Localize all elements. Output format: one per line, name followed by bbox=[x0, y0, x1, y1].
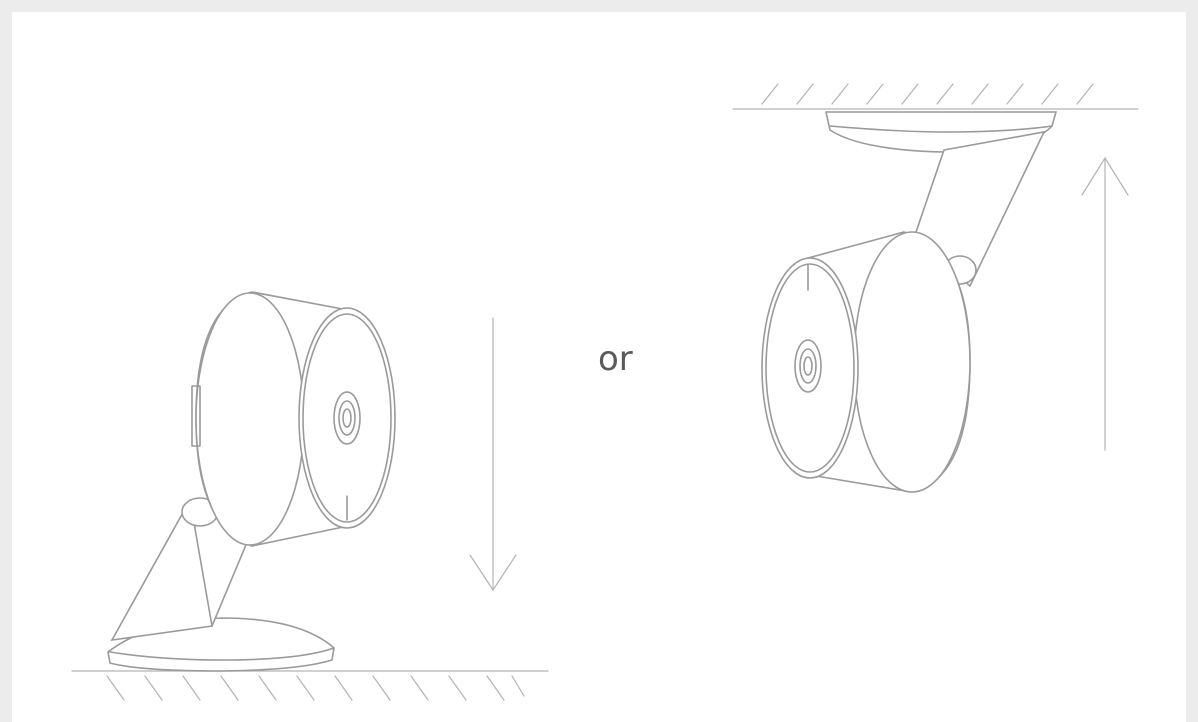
floor-surface bbox=[71, 670, 549, 701]
camera-on-floor-stand-icon bbox=[107, 291, 396, 672]
or-separator-label: or bbox=[598, 339, 633, 379]
arrow-up-icon bbox=[1081, 156, 1129, 451]
ceiling-surface bbox=[732, 83, 1139, 110]
arrow-down-icon bbox=[469, 317, 517, 592]
camera-on-ceiling-mount-icon bbox=[761, 111, 1058, 493]
